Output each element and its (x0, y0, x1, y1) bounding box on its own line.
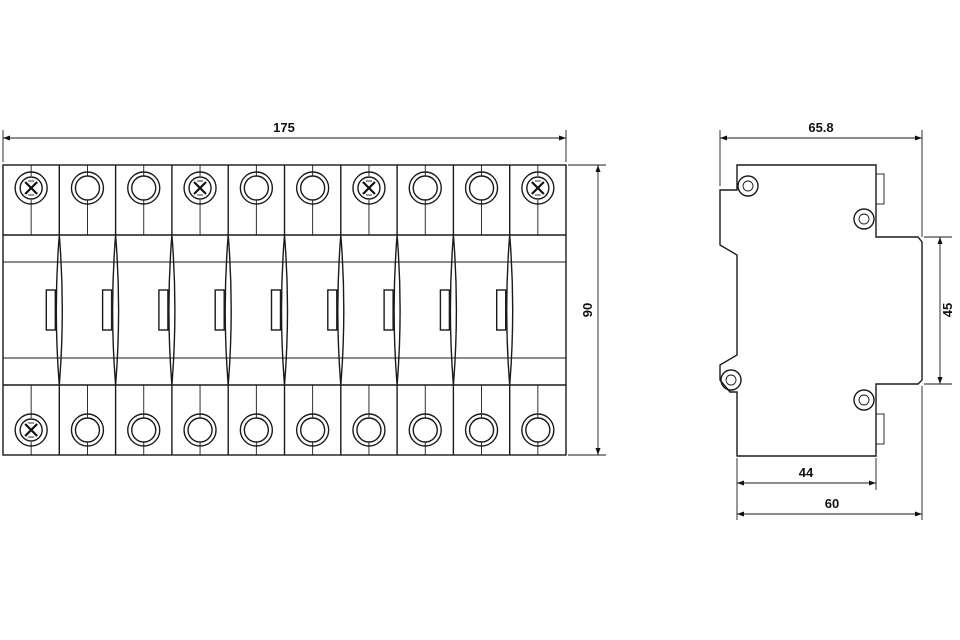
module-window (101, 289, 113, 331)
bottom-terminal-2 (70, 413, 105, 447)
dim-base-outer: 60 (736, 386, 923, 520)
dim-height: 90 (568, 164, 606, 456)
module-3 (111, 165, 169, 455)
module-9 (449, 165, 507, 455)
module-window (496, 289, 507, 331)
module-window (270, 289, 282, 331)
top-terminal-4 (183, 171, 217, 205)
module-10 (506, 165, 539, 455)
top-terminal-9 (464, 171, 499, 205)
dim-width-label: 175 (273, 120, 295, 135)
module-window (158, 289, 169, 331)
module-1 (30, 165, 56, 455)
dim-base-inner: 44 (736, 458, 877, 490)
top-terminal-8 (408, 171, 442, 205)
bottom-terminal-1 (14, 413, 48, 447)
dim-base-inner-label: 44 (799, 465, 814, 480)
dim-width: 175 (2, 120, 567, 162)
bottom-terminal-6 (295, 413, 330, 447)
bottom-terminal-8 (408, 413, 442, 447)
bottom-terminal-7 (352, 413, 386, 447)
side-clip-bottom (875, 413, 885, 445)
top-terminal-10 (521, 171, 555, 205)
module-6 (280, 165, 338, 455)
module-7 (337, 165, 394, 455)
side-screw-top-right (853, 208, 875, 230)
module-8 (393, 165, 451, 455)
side-clip-top (875, 173, 885, 205)
bottom-terminal-10 (521, 413, 555, 447)
top-terminal-2 (70, 171, 105, 205)
bottom-terminal-4 (183, 413, 217, 447)
side-view (719, 164, 923, 457)
dim-rail-height-label: 45 (940, 303, 955, 317)
module-window (327, 289, 338, 331)
side-screw-bottom-left (720, 369, 742, 391)
top-terminal-1 (14, 171, 48, 205)
module-window (439, 289, 451, 331)
side-screw-bottom-right (853, 389, 875, 411)
module-2 (55, 165, 113, 455)
side-outline (719, 164, 923, 457)
dim-height-label: 90 (580, 303, 595, 317)
front-view (2, 164, 567, 456)
bottom-terminal-3 (127, 413, 161, 447)
top-terminal-5 (239, 171, 274, 205)
top-terminal-7 (352, 171, 386, 205)
module-window (214, 289, 225, 331)
side-screw-top-left (737, 175, 759, 197)
module-window (383, 289, 394, 331)
dim-rail-height: 45 (924, 236, 955, 385)
dim-side-depth-label: 65.8 (808, 120, 833, 135)
module-4 (168, 165, 225, 455)
dim-base-outer-label: 60 (825, 496, 839, 511)
module-5 (224, 165, 282, 455)
top-terminal-6 (295, 171, 330, 205)
module-window (45, 289, 56, 331)
bottom-terminal-9 (464, 413, 499, 447)
bottom-terminal-5 (239, 413, 274, 447)
top-terminal-3 (127, 171, 161, 205)
dim-side-depth: 65.8 (719, 120, 923, 237)
